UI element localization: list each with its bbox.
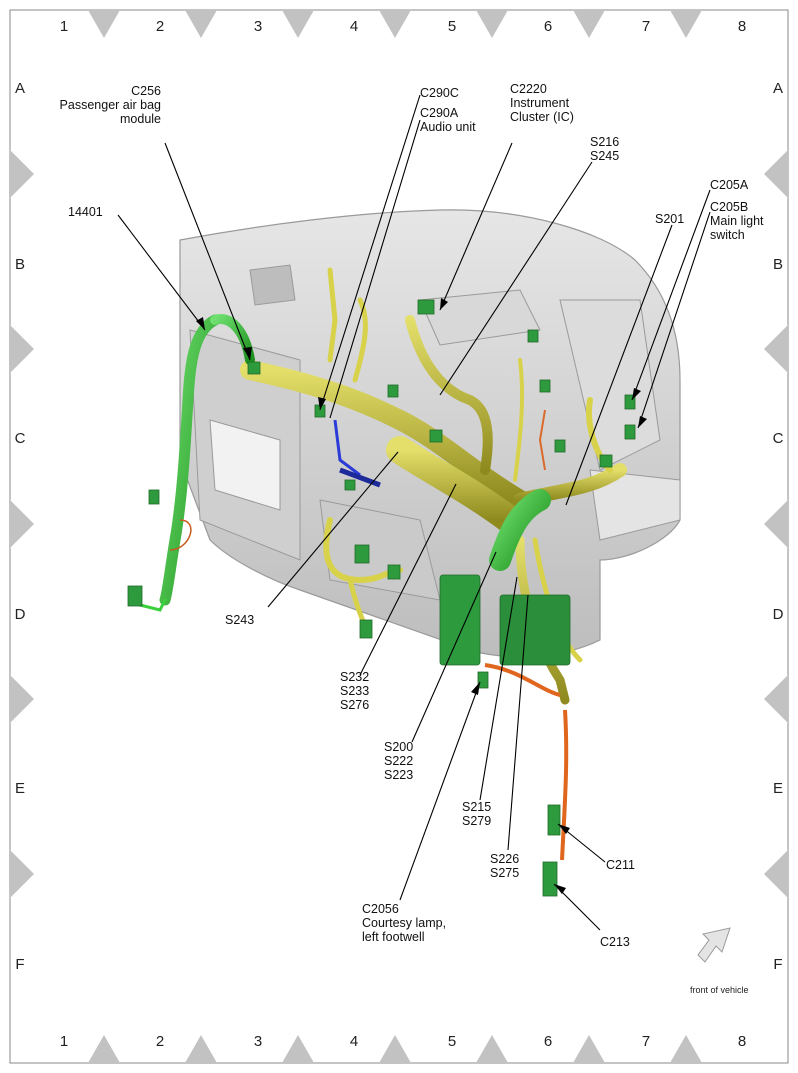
grid-row-c-right: C [772, 430, 784, 447]
grid-row-b: B [14, 256, 25, 273]
label-c205a: C205A [710, 178, 749, 192]
grid-col-6: 6 [543, 18, 553, 35]
grid-row-f: F [15, 956, 25, 973]
grid-col-2-bottom: 2 [155, 1033, 165, 1050]
label-c213: C213 [600, 935, 630, 949]
grid-row-d-right: D [772, 606, 784, 623]
grid-row-e: E [14, 780, 25, 797]
grid-col-1: 1 [59, 18, 69, 35]
grid-col-1-bottom: 1 [59, 1033, 69, 1050]
grid-row-e-right: E [772, 780, 783, 797]
grid-col-5-bottom: 5 [447, 1033, 457, 1050]
grid-col-2: 2 [155, 18, 165, 35]
label-s201: S201 [655, 212, 685, 226]
front-arrow-icon [697, 927, 731, 963]
grid-row-f-right: F [773, 956, 783, 973]
grid-col-3: 3 [253, 18, 263, 35]
signal-wires [169, 409, 569, 861]
grid-col-7-bottom: 7 [641, 1033, 651, 1050]
grid-markers-right [764, 150, 788, 898]
grid-row-b-right: B [772, 256, 783, 273]
label-14401: 14401 [68, 205, 103, 219]
grid-row-d: D [14, 606, 26, 623]
grid-row-c: C [14, 430, 26, 447]
grid-col-3-bottom: 3 [253, 1033, 263, 1050]
grid-col-8-bottom: 8 [737, 1033, 747, 1050]
grid-markers-left [10, 150, 34, 898]
grid-row-a: A [14, 80, 25, 97]
grid-col-5: 5 [447, 18, 457, 35]
grid-col-4-bottom: 4 [349, 1033, 359, 1050]
callout-arrowheads [196, 298, 647, 894]
front-of-vehicle-label: front of vehicle [690, 985, 749, 995]
label-c211: C211 [606, 858, 635, 872]
grid-col-7: 7 [641, 18, 651, 35]
connectors [127, 299, 636, 897]
label-c290c: C290C [420, 86, 459, 100]
label-s243: S243 [225, 613, 255, 627]
grid-col-6-bottom: 6 [543, 1033, 553, 1050]
grid-markers-top [88, 10, 702, 38]
grid-col-4: 4 [349, 18, 359, 35]
grid-markers-bottom [88, 1035, 702, 1063]
grid-row-a-right: A [772, 80, 783, 97]
grid-col-8: 8 [737, 18, 747, 35]
